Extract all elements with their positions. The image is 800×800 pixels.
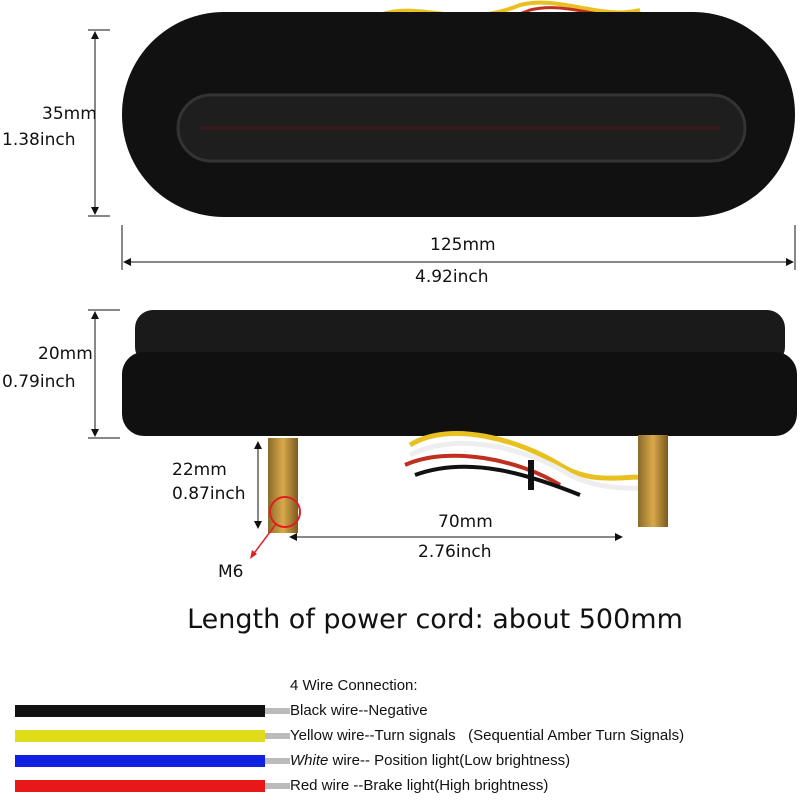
left-bolt bbox=[268, 438, 298, 533]
bolt-size-label: M6 bbox=[218, 562, 244, 582]
m6-highlight-circle bbox=[269, 496, 301, 528]
wire-label-black: Black wire--Negative bbox=[290, 702, 428, 719]
height-in-label: 1.38inch bbox=[2, 130, 76, 150]
bolt-mm-label: 22mm bbox=[172, 460, 227, 480]
wire-label-white-text: wire-- Position light(Low brightness) bbox=[328, 752, 571, 769]
wire-swatches bbox=[15, 705, 290, 792]
right-bolt bbox=[638, 435, 668, 527]
wire-label-red: Red wire --Brake light(High brightness) bbox=[290, 777, 549, 794]
length-in-label: 4.92inch bbox=[415, 267, 489, 287]
side-view-light bbox=[122, 310, 797, 533]
depth-mm-label: 20mm bbox=[38, 344, 93, 364]
length-mm-label: 125mm bbox=[430, 235, 496, 255]
bolt-in-label: 0.87inch bbox=[172, 484, 246, 504]
power-cord-length: Length of power cord: about 500mm bbox=[187, 604, 683, 635]
top-view-light bbox=[122, 0, 795, 217]
depth-in-label: 0.79inch bbox=[2, 372, 76, 392]
wire-label-white-em: White bbox=[290, 752, 329, 769]
wire-label-white: White wire-- Position light(Low brightne… bbox=[290, 752, 570, 769]
wiring-title: 4 Wire Connection: bbox=[290, 677, 418, 694]
wire-label-yellow: Yellow wire--Turn signals (Sequential Am… bbox=[290, 727, 685, 744]
spacing-in-label: 2.76inch bbox=[418, 542, 492, 562]
spacing-mm-label: 70mm bbox=[438, 512, 493, 532]
height-mm-label: 35mm bbox=[42, 104, 97, 124]
